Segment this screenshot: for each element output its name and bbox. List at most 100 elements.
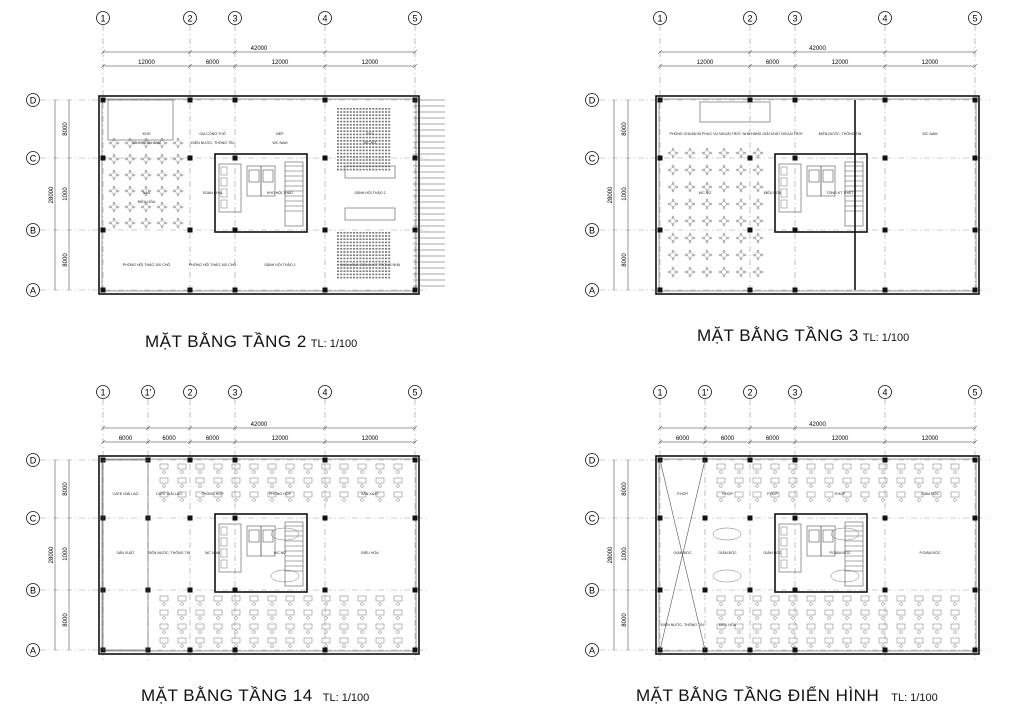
auditorium-seat — [340, 156, 343, 158]
desk — [752, 491, 762, 498]
auditorium-seat — [369, 149, 371, 152]
toilet — [780, 537, 788, 547]
desk — [267, 623, 277, 630]
chair — [176, 177, 180, 181]
dimension-tick — [187, 439, 193, 445]
chair — [756, 232, 760, 236]
auditorium-seat — [340, 251, 343, 253]
desk — [231, 637, 241, 644]
chair — [671, 249, 675, 253]
grid-label-row: D — [589, 456, 596, 466]
chair — [306, 630, 310, 634]
chair — [692, 253, 696, 257]
chair — [739, 198, 743, 202]
round-table — [704, 184, 710, 190]
structural-column — [747, 587, 753, 593]
auditorium-seat — [362, 162, 365, 164]
auditorium-seat — [375, 264, 378, 266]
auditorium-seat — [346, 111, 349, 113]
auditorium-seat — [388, 235, 391, 237]
room-label: P.HỌP — [767, 492, 778, 496]
auditorium-seat — [359, 114, 362, 116]
chair — [863, 616, 867, 620]
chair — [396, 484, 400, 488]
chair — [132, 173, 136, 177]
auditorium-seat — [359, 235, 362, 237]
auditorium-seat — [362, 133, 365, 136]
auditorium-seat — [369, 267, 371, 269]
auditorium-seat — [356, 152, 359, 155]
dimension-tick — [322, 63, 328, 69]
desk — [860, 637, 870, 644]
chair — [234, 602, 238, 606]
structural-column — [100, 97, 106, 103]
room-label: PHÒNG HỘI THẢO 100 CHỖ — [123, 262, 171, 267]
auditorium-seat — [349, 114, 352, 116]
desk — [806, 609, 816, 616]
desk — [303, 463, 313, 470]
chair — [667, 253, 671, 257]
chair — [162, 616, 166, 620]
auditorium-seat — [356, 235, 359, 237]
round-table — [721, 252, 727, 258]
auditorium-seat — [356, 251, 359, 253]
auditorium-seat — [340, 149, 343, 152]
desk — [878, 595, 888, 602]
chair — [124, 157, 128, 161]
grid-label-column: 3 — [232, 14, 237, 24]
auditorium-seat — [353, 244, 355, 247]
auditorium-seat — [349, 168, 352, 171]
chair — [827, 470, 831, 474]
desk — [357, 463, 367, 470]
auditorium-seat — [375, 136, 378, 139]
chair — [739, 266, 743, 270]
plan-scale-text: TL: 1/100 — [310, 338, 358, 350]
dimension-tick — [322, 49, 328, 55]
chair — [722, 232, 726, 236]
grid-label-row: C — [30, 154, 37, 164]
auditorium-seat — [340, 159, 343, 161]
chair — [667, 219, 671, 223]
auditorium-seat — [385, 149, 387, 152]
chair — [148, 221, 152, 225]
auditorium-seat — [362, 149, 365, 152]
chair — [705, 215, 709, 219]
auditorium-seat — [388, 127, 391, 129]
desk — [357, 477, 367, 484]
auditorium-seat — [369, 111, 371, 113]
dimension-tick — [882, 49, 888, 55]
auditorium-seat — [353, 248, 355, 250]
chair — [671, 147, 675, 151]
auditorium-seat — [375, 124, 378, 126]
chair — [675, 202, 679, 206]
auditorium-seat — [372, 117, 375, 120]
auditorium-seat — [381, 127, 384, 129]
auditorium-seat — [343, 130, 346, 132]
desk — [752, 637, 762, 644]
chair — [252, 484, 256, 488]
chair — [827, 630, 831, 634]
dimension-tick — [187, 425, 193, 431]
chair — [791, 616, 795, 620]
dimension-column-span: 12000 — [272, 60, 289, 66]
auditorium-seat — [375, 235, 378, 237]
dimension-tick — [747, 49, 753, 55]
chair — [164, 205, 168, 209]
chair — [755, 470, 759, 474]
desk — [752, 477, 762, 484]
room-label: PHÒNG CHUẨN BỊ PHỤC VỤ NGOÀI TRỜI — [670, 131, 741, 136]
chair — [112, 193, 116, 197]
meeting-table — [712, 569, 742, 583]
desk — [878, 491, 888, 498]
auditorium-seat — [359, 159, 362, 161]
auditorium-seat — [385, 264, 387, 266]
auditorium-seat — [385, 130, 387, 132]
auditorium-seat — [340, 136, 343, 139]
chair — [216, 484, 220, 488]
auditorium-seat — [378, 143, 381, 145]
chair — [124, 173, 128, 177]
auditorium-seat — [349, 117, 352, 120]
grid-label-column: 3 — [232, 388, 237, 398]
structural-column — [322, 155, 328, 161]
grid-bubble-column — [228, 385, 242, 399]
